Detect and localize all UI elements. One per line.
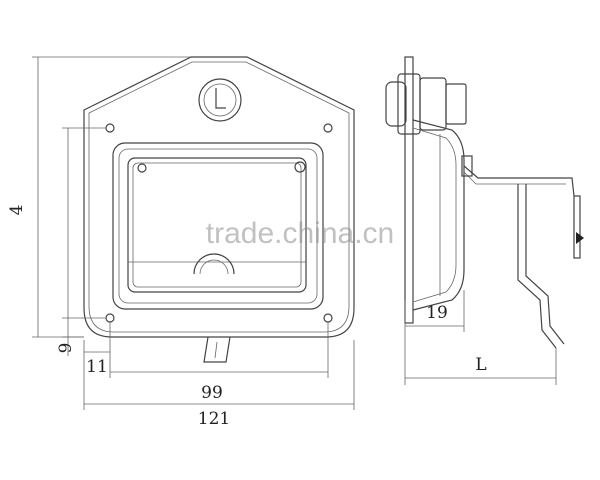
side-view: [385, 56, 584, 349]
outer-plate: [83, 56, 355, 338]
front-view: [83, 56, 355, 363]
dim-bottom-offset: 9: [56, 343, 76, 354]
dim-left-offset: 11: [86, 357, 108, 377]
dim-depth: 19: [426, 303, 448, 323]
recessed-pan: [112, 142, 324, 310]
dim-overall-width: 121: [198, 409, 230, 429]
side-bracket: [463, 165, 575, 197]
dim-hole-spacing: 99: [201, 383, 223, 403]
side-pan-body: [412, 119, 465, 311]
watermark-text: trade.china.cn: [206, 217, 394, 250]
lock-cylinder: [198, 78, 242, 122]
side-latch-rod: [517, 184, 557, 349]
paddle-handle: [127, 157, 307, 293]
side-dimension-lines: [404, 290, 557, 385]
dim-length: L: [475, 355, 486, 375]
handle-boss: [193, 253, 235, 275]
dim-height: 4: [7, 205, 27, 216]
side-lock-barrel: [385, 81, 407, 127]
front-dimension-lines: [32, 56, 355, 410]
side-plate: [404, 56, 414, 324]
latch-tab: [203, 336, 231, 363]
